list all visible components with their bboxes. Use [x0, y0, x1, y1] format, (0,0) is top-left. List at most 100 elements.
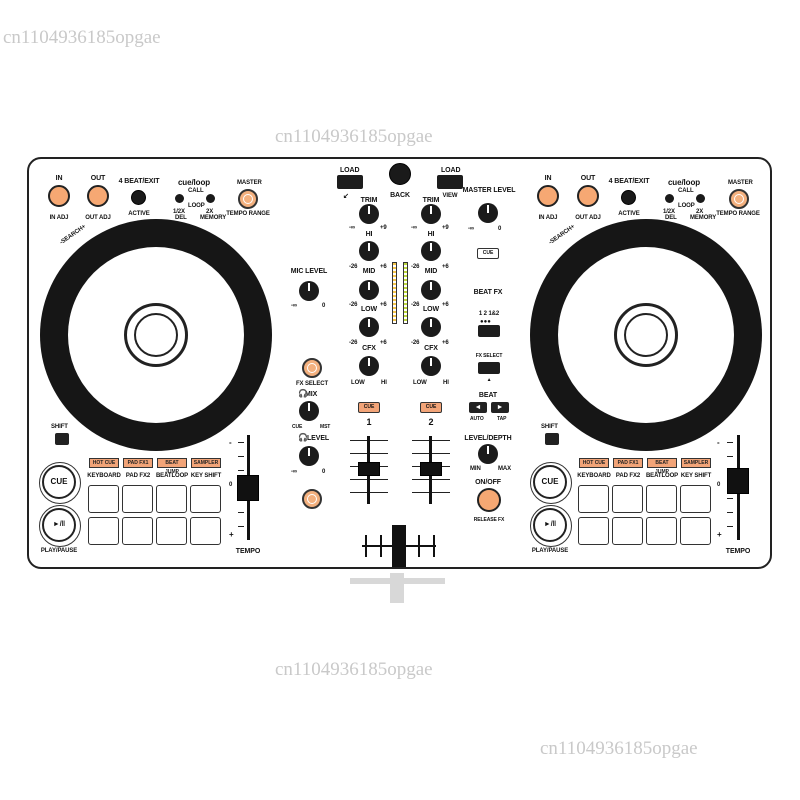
ch2-hi-knob[interactable]	[421, 241, 441, 261]
mode-pad-fx1-button[interactable]: PAD FX1	[613, 458, 643, 468]
browse-knob[interactable]	[389, 163, 411, 185]
master-level-knob[interactable]	[478, 203, 498, 223]
cue-button[interactable]: CUE	[530, 462, 572, 504]
beat-fx-onoff-button[interactable]	[477, 488, 501, 512]
mode-hot-cue-button[interactable]: HOT CUE	[579, 458, 609, 468]
performance-pad[interactable]	[680, 517, 711, 545]
half-label: 1/2X	[173, 209, 185, 215]
performance-pad[interactable]	[156, 485, 187, 513]
master-button[interactable]	[238, 189, 258, 209]
load-right-label: LOAD	[441, 167, 461, 174]
cueloop-label: cue/loop	[667, 178, 701, 187]
mode-sampler-button[interactable]: SAMPLER	[681, 458, 711, 468]
eq-min: -26	[411, 264, 420, 270]
load-right-button[interactable]	[437, 175, 463, 189]
shift-button[interactable]	[55, 433, 69, 445]
performance-pad[interactable]	[156, 517, 187, 545]
jog-platter[interactable]	[68, 247, 244, 423]
performance-pad[interactable]	[122, 517, 153, 545]
play-pause-button[interactable]: ►/‖	[530, 505, 572, 547]
mode-hot-cue-button[interactable]: HOT CUE	[89, 458, 119, 468]
key-shift-label: KEY SHIFT	[190, 473, 222, 479]
mode-beat-jump-button[interactable]: BEAT JUMP	[647, 458, 677, 475]
shift-button[interactable]	[545, 433, 559, 445]
performance-pad[interactable]	[190, 517, 221, 545]
performance-pad[interactable]	[612, 517, 643, 545]
performance-pad[interactable]	[680, 485, 711, 513]
cue-button[interactable]: CUE	[39, 462, 81, 504]
out-button[interactable]	[87, 185, 109, 207]
jog-platter[interactable]	[558, 247, 734, 423]
trim-min: -∞	[411, 225, 418, 231]
ch1-cfx-knob[interactable]	[359, 356, 379, 376]
jog-wheel[interactable]	[530, 219, 762, 451]
beat-right-button[interactable]: ►	[491, 402, 509, 413]
performance-pad[interactable]	[190, 485, 221, 513]
beat-fx-level-depth-knob[interactable]	[478, 444, 498, 464]
mid-label: MID	[424, 268, 438, 275]
ch1-fader-cap[interactable]	[358, 462, 380, 476]
ch2-cue-button[interactable]: CUE	[420, 402, 442, 413]
ch1-mid-knob[interactable]	[359, 280, 379, 300]
tempo-fader-cap[interactable]	[727, 468, 749, 494]
ch1-trim-knob[interactable]	[359, 204, 379, 224]
master-cue-button[interactable]: CUE	[477, 248, 499, 259]
in-button[interactable]	[537, 185, 559, 207]
loop-double-button[interactable]	[206, 194, 215, 203]
loop-label: LOOP	[188, 203, 205, 209]
out-button[interactable]	[577, 185, 599, 207]
performance-pad[interactable]	[88, 517, 119, 545]
loop-half-button[interactable]	[665, 194, 674, 203]
play-pause-button[interactable]: ►/‖	[39, 505, 81, 547]
ch2-fader-cap[interactable]	[420, 462, 442, 476]
low-label: LOW	[360, 306, 378, 313]
ch1-hi-knob[interactable]	[359, 241, 379, 261]
headphones-level-knob[interactable]	[299, 446, 319, 466]
beat-left-button[interactable]: ◄	[469, 402, 487, 413]
ch1-low-knob[interactable]	[359, 317, 379, 337]
performance-pad[interactable]	[612, 485, 643, 513]
crossfader-reflection	[350, 573, 445, 603]
jog-wheel[interactable]	[40, 219, 272, 451]
master-label: MASTER	[237, 180, 262, 186]
beat-exit-button[interactable]	[621, 190, 636, 205]
beat-exit-button[interactable]	[131, 190, 146, 205]
ch2-low-knob[interactable]	[421, 317, 441, 337]
beat-fx-channel-select[interactable]	[478, 325, 500, 337]
performance-pad[interactable]	[578, 485, 609, 513]
ch1-cue-button[interactable]: CUE	[358, 402, 380, 413]
loop-label: LOOP	[678, 203, 695, 209]
smart-cfx-button[interactable]	[302, 358, 322, 378]
ch2-trim-knob[interactable]	[421, 204, 441, 224]
tempo-fader-cap[interactable]	[237, 475, 259, 501]
pad-fx2-label: PAD FX2	[615, 473, 641, 479]
master-button[interactable]	[729, 189, 749, 209]
fx-select-label: FX SELECT	[295, 381, 329, 387]
keyboard-label: KEYBOARD	[577, 473, 611, 479]
performance-pad[interactable]	[88, 485, 119, 513]
performance-pad[interactable]	[122, 485, 153, 513]
mic-level-knob[interactable]	[299, 281, 319, 301]
headphones-mix-knob[interactable]	[299, 401, 319, 421]
loop-double-button[interactable]	[696, 194, 705, 203]
in-button[interactable]	[48, 185, 70, 207]
performance-pad[interactable]	[578, 517, 609, 545]
sampler-button[interactable]	[302, 489, 322, 509]
back-label: BACK	[390, 192, 410, 199]
crossfader-cap[interactable]	[392, 525, 406, 567]
load-left-button[interactable]	[337, 175, 363, 189]
beat-fx-select-button[interactable]	[478, 362, 500, 374]
ch2-cfx-knob[interactable]	[421, 356, 441, 376]
performance-pad[interactable]	[646, 517, 677, 545]
cfx-label: CFX	[362, 345, 376, 352]
eq-max: +6	[380, 264, 387, 270]
mode-pad-fx1-button[interactable]: PAD FX1	[123, 458, 153, 468]
master-level-label: MASTER LEVEL	[462, 187, 516, 194]
ch2-mid-knob[interactable]	[421, 280, 441, 300]
mode-sampler-button[interactable]: SAMPLER	[191, 458, 221, 468]
performance-pad[interactable]	[646, 485, 677, 513]
mode-beat-jump-button[interactable]: BEAT JUMP	[157, 458, 187, 475]
cue-mix-label: CUE	[292, 424, 303, 430]
loop-half-button[interactable]	[175, 194, 184, 203]
watermark-text: cn1104936185opgae	[275, 659, 433, 680]
